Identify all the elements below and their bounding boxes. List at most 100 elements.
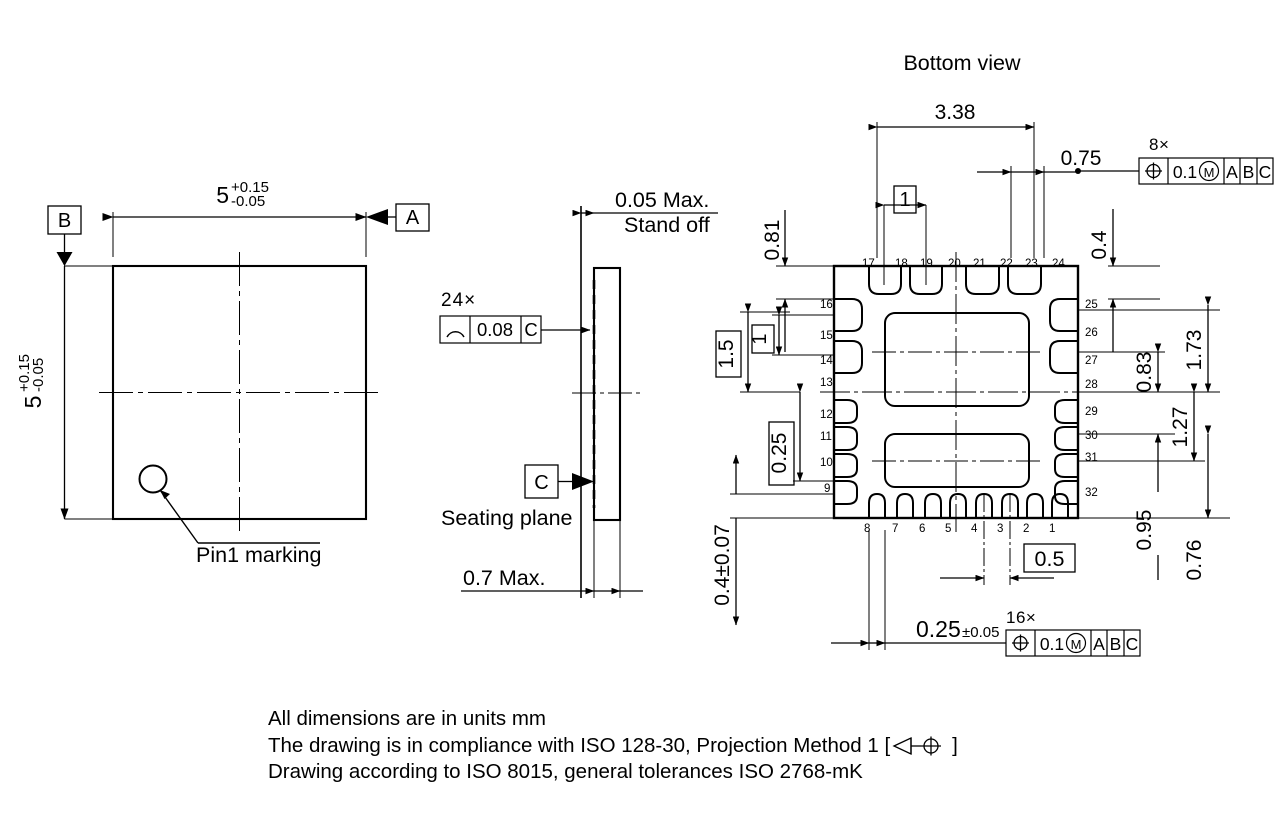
pin-label-10: 10 — [820, 457, 833, 469]
pad-5 — [949, 492, 967, 518]
projection-method-1-icon — [892, 736, 942, 756]
pin-label-15: 15 — [820, 330, 833, 342]
pin-label-27: 27 — [1085, 355, 1098, 367]
dim-width-lower-tol: -0.05 — [231, 193, 265, 210]
profile-of-a-line-icon — [446, 331, 465, 338]
pad-6 — [924, 492, 942, 518]
fcf-bottom-modifier: M — [1071, 637, 1082, 652]
note-tolerance: Drawing according to ISO 8015, general t… — [268, 760, 863, 783]
datum-c-triangle — [572, 473, 594, 490]
dim-label-173: 1.73 — [1183, 330, 1206, 371]
dim-width-upper-tol: +0.15 — [231, 179, 269, 196]
pin1-marking-label: Pin1 marking — [196, 543, 321, 567]
mmc-modifier-circle-top — [1198, 160, 1220, 182]
note-iso-text: The drawing is in compliance with ISO 12… — [268, 733, 891, 757]
fcf-top-tolerance: 0.1 — [1173, 162, 1197, 182]
pad-31 — [1054, 453, 1078, 478]
dim-box-05 — [1023, 543, 1076, 573]
dim-label-1-left: 1 — [749, 333, 771, 344]
exposed-pad-upper — [884, 312, 1030, 407]
position-icon-top — [1145, 162, 1162, 180]
fcf-top-modifier: M — [1204, 165, 1215, 180]
dim-label-15: 1.5 — [715, 339, 738, 368]
pin-label-24: 24 — [1052, 258, 1065, 270]
dim-box-025 — [768, 421, 795, 486]
pad-23-24 — [1007, 266, 1042, 295]
pad-25-26 — [1049, 298, 1078, 332]
pad-29 — [1054, 399, 1078, 424]
pad-32 — [1054, 480, 1078, 505]
pin-label-20: 20 — [948, 258, 961, 270]
pin-label-8: 8 — [864, 523, 870, 535]
datum-b-triangle — [56, 252, 73, 266]
pin1-leader-arrow — [160, 490, 170, 499]
pin-label-14: 14 — [820, 355, 833, 367]
pad-1 — [1051, 492, 1069, 518]
pin-label-7: 7 — [892, 523, 898, 535]
pin-label-1: 1 — [1049, 523, 1055, 535]
pin-label-17: 17 — [862, 258, 875, 270]
fcf-top-count: 8× — [1149, 135, 1169, 154]
dim-label-095: 0.95 — [1133, 510, 1156, 551]
thickness-label: 0.7 Max. — [463, 566, 545, 590]
dim-height-value: 5 — [20, 396, 46, 409]
pads-left-edge — [834, 298, 863, 505]
fcf-top-leader-dot — [1075, 168, 1081, 174]
pad-7 — [896, 492, 914, 518]
pad-21-22 — [965, 266, 1000, 295]
dim-height-upper-tol: +0.15 — [16, 354, 33, 392]
pad-19-20 — [909, 266, 943, 295]
dim-label-127: 1.27 — [1169, 407, 1192, 448]
dim-box-1-top — [893, 185, 917, 214]
dim-label-025-tol-value: 0.25 — [916, 616, 961, 642]
fcf-side-datum: C — [524, 319, 537, 340]
standoff-label-line2: Stand off — [624, 213, 710, 237]
fcf-top-datum-c: C — [1259, 162, 1272, 182]
pad-30 — [1054, 426, 1078, 451]
dim-label-05: 0.5 — [1035, 547, 1065, 571]
fcf-bottom-count: 16× — [1006, 608, 1036, 627]
pin-label-30: 30 — [1085, 430, 1098, 442]
drawing-notes: All dimensions are in units mm The drawi… — [268, 706, 1088, 786]
mmc-modifier-circle-bottom — [1065, 632, 1087, 654]
pin-label-28: 28 — [1085, 379, 1098, 391]
pad-10 — [834, 453, 858, 478]
dim-box-1-left — [751, 324, 775, 354]
datum-a-box — [395, 203, 430, 232]
datum-a-triangle — [366, 209, 388, 225]
fcf-bottom-frame: 0.1 M A B C — [1005, 629, 1141, 657]
fcf-side-frame: 0.08 C — [439, 315, 542, 344]
pad-9 — [834, 480, 858, 505]
pin-number-labels: 17 18 19 20 21 22 23 24 16 15 14 13 12 1… — [820, 258, 1098, 535]
fcf-side-count: 24× — [441, 290, 476, 311]
dim-label-075: 0.75 — [1061, 147, 1102, 170]
pin-label-25: 25 — [1085, 299, 1098, 311]
package-outline-side — [592, 266, 622, 522]
pin-label-2: 2 — [1023, 523, 1029, 535]
datum-c-label: C — [534, 472, 548, 494]
dim-width-value: 5 — [216, 182, 229, 208]
dim-label-338: 3.38 — [935, 101, 976, 124]
pad-11 — [834, 426, 858, 451]
dim-box-15 — [715, 330, 742, 378]
pin-label-9: 9 — [824, 483, 830, 495]
dim-label-04-top: 0.4 — [1088, 230, 1111, 260]
pad-12 — [834, 399, 858, 424]
pin-label-29: 29 — [1085, 406, 1098, 418]
pin-label-3: 3 — [997, 523, 1003, 535]
bottom-view: Bottom view — [711, 51, 1274, 657]
dim-label-025-tol-pm: ±0.05 — [962, 624, 999, 641]
datum-b-label: B — [58, 210, 71, 232]
pin-label-6: 6 — [919, 523, 925, 535]
pin-label-4: 4 — [971, 523, 978, 535]
position-icon-bottom — [1012, 634, 1029, 652]
pin-label-31: 31 — [1085, 452, 1098, 464]
note-units: All dimensions are in units mm — [268, 707, 546, 730]
pin-label-12: 12 — [820, 409, 833, 421]
standoff-label-line1: 0.05 Max. — [615, 188, 709, 212]
fcf-bottom-datum-c: C — [1126, 634, 1139, 654]
pad-14-13 — [834, 340, 863, 374]
bottom-view-title: Bottom view — [903, 51, 1021, 75]
dim-label-1-top: 1 — [899, 189, 910, 211]
